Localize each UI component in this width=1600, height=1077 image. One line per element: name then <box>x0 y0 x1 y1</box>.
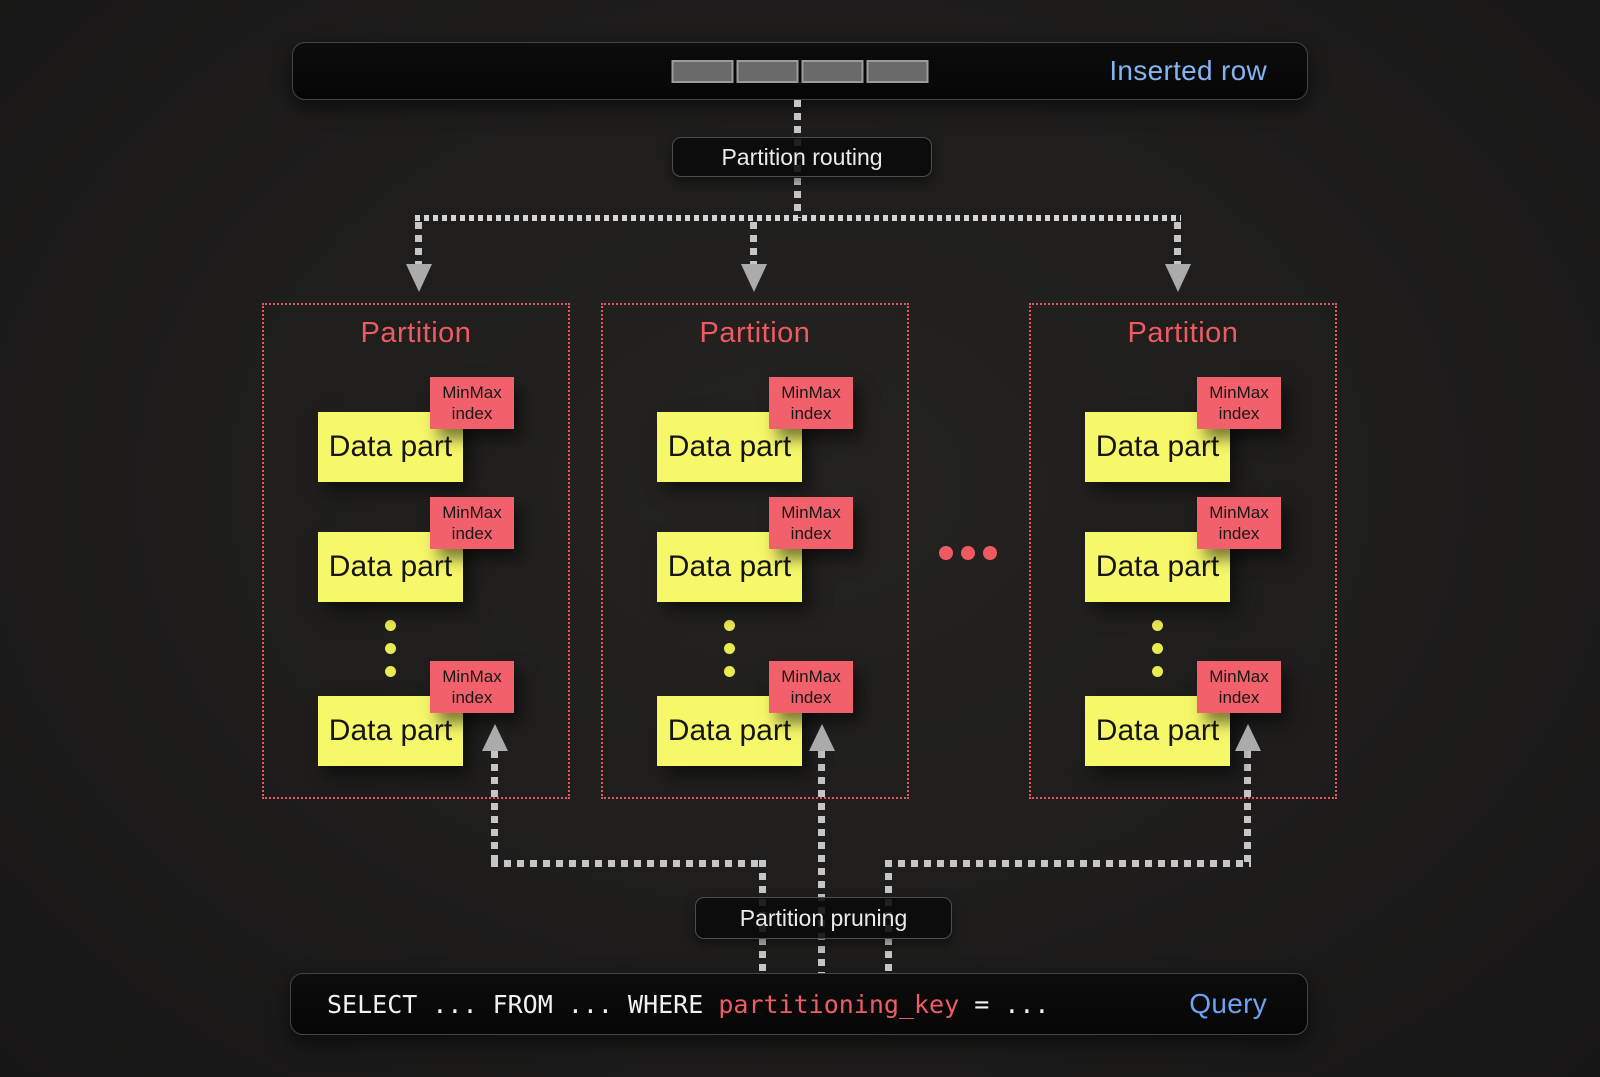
minmax-index-label: MinMax index <box>781 667 841 707</box>
data-part-group: Data part MinMax index <box>318 497 514 602</box>
partition-box-2: Partition Data part MinMax index Data pa… <box>601 303 909 799</box>
arrowhead-down-icon <box>1165 264 1191 292</box>
minmax-index-tag: MinMax index <box>769 661 853 713</box>
data-part-group: Data part MinMax index <box>657 377 853 482</box>
data-part-group: Data part MinMax index <box>318 661 514 766</box>
partition-title: Partition <box>699 317 811 349</box>
minmax-index-tag: MinMax index <box>1197 497 1281 549</box>
minmax-index-label: MinMax index <box>1209 503 1269 543</box>
horizontal-ellipsis-icon <box>939 546 997 560</box>
minmax-index-label: MinMax index <box>442 383 502 423</box>
minmax-index-label: MinMax index <box>442 503 502 543</box>
data-part-label: Data part <box>667 714 792 747</box>
data-part-group: Data part MinMax index <box>1085 661 1281 766</box>
arrowhead-up-icon <box>482 724 508 751</box>
pruning-rise-line-1 <box>491 751 498 867</box>
partition-title: Partition <box>1127 317 1239 349</box>
vertical-ellipsis-icon <box>724 620 735 631</box>
sql-partitioning-key: partitioning_key <box>718 989 960 1019</box>
vertical-ellipsis-icon <box>385 666 396 677</box>
minmax-index-tag: MinMax index <box>430 377 514 429</box>
vertical-ellipsis-icon <box>385 643 396 654</box>
minmax-index-tag: MinMax index <box>430 661 514 713</box>
data-part-group: Data part MinMax index <box>657 661 853 766</box>
partition-routing-label: Partition routing <box>672 137 932 177</box>
data-part-label: Data part <box>1095 550 1220 583</box>
partition-box-3: Partition Data part MinMax index Data pa… <box>1029 303 1337 799</box>
row-cells <box>671 59 929 83</box>
vertical-ellipsis-icon <box>1152 620 1163 631</box>
data-part-label: Data part <box>667 430 792 463</box>
minmax-index-label: MinMax index <box>1209 667 1269 707</box>
row-cell <box>866 59 929 83</box>
data-part-box: Data part <box>1085 532 1230 602</box>
data-part-group: Data part MinMax index <box>657 497 853 602</box>
sql-before: SELECT ... FROM ... WHERE <box>327 989 719 1019</box>
minmax-index-tag: MinMax index <box>1197 661 1281 713</box>
row-cell <box>801 59 864 83</box>
vertical-ellipsis-icon <box>1152 666 1163 677</box>
routing-drop-line-1 <box>415 222 422 266</box>
routing-drop-line-2 <box>750 222 757 266</box>
minmax-index-label: MinMax index <box>442 667 502 707</box>
pruning-branch-line-left <box>491 860 766 867</box>
arrowhead-up-icon <box>1235 724 1261 751</box>
routing-branch-line <box>415 215 1181 221</box>
minmax-index-tag: MinMax index <box>430 497 514 549</box>
query-box: SELECT ... FROM ... WHERE partitioning_k… <box>290 973 1308 1035</box>
vertical-ellipsis-icon <box>724 643 735 654</box>
minmax-index-tag: MinMax index <box>1197 377 1281 429</box>
inserted-row-box: Inserted row <box>292 42 1308 100</box>
partition-box-1: Partition Data part MinMax index Data pa… <box>262 303 570 799</box>
sql-after: = ... <box>959 989 1050 1019</box>
data-part-label: Data part <box>1095 714 1220 747</box>
minmax-index-tag: MinMax index <box>769 377 853 429</box>
inserted-row-label: Inserted row <box>1109 55 1267 86</box>
arrowhead-down-icon <box>406 264 432 292</box>
arrowhead-up-icon <box>809 724 835 751</box>
data-part-label: Data part <box>328 430 453 463</box>
partition-pruning-label: Partition pruning <box>695 897 952 939</box>
data-part-label: Data part <box>1095 430 1220 463</box>
pruning-rise-line-3 <box>1244 751 1251 867</box>
query-label: Query <box>1189 988 1267 1019</box>
routing-drop-line-3 <box>1174 222 1181 266</box>
data-part-label: Data part <box>667 550 792 583</box>
arrowhead-down-icon <box>741 264 767 292</box>
row-cell <box>736 59 799 83</box>
data-part-label: Data part <box>328 550 453 583</box>
data-part-group: Data part MinMax index <box>1085 497 1281 602</box>
pruning-branch-line-right <box>885 860 1251 867</box>
vertical-ellipsis-icon <box>724 666 735 677</box>
pruning-rise-line-2 <box>818 751 825 973</box>
vertical-ellipsis-icon <box>385 620 396 631</box>
data-part-group: Data part MinMax index <box>1085 377 1281 482</box>
vertical-ellipsis-icon <box>1152 643 1163 654</box>
query-sql-text: SELECT ... FROM ... WHERE partitioning_k… <box>327 990 1049 1019</box>
row-cell <box>671 59 734 83</box>
minmax-index-tag: MinMax index <box>769 497 853 549</box>
data-part-label: Data part <box>328 714 453 747</box>
partition-title: Partition <box>360 317 472 349</box>
data-part-group: Data part MinMax index <box>318 377 514 482</box>
minmax-index-label: MinMax index <box>781 503 841 543</box>
minmax-index-label: MinMax index <box>1209 383 1269 423</box>
minmax-index-label: MinMax index <box>781 383 841 423</box>
